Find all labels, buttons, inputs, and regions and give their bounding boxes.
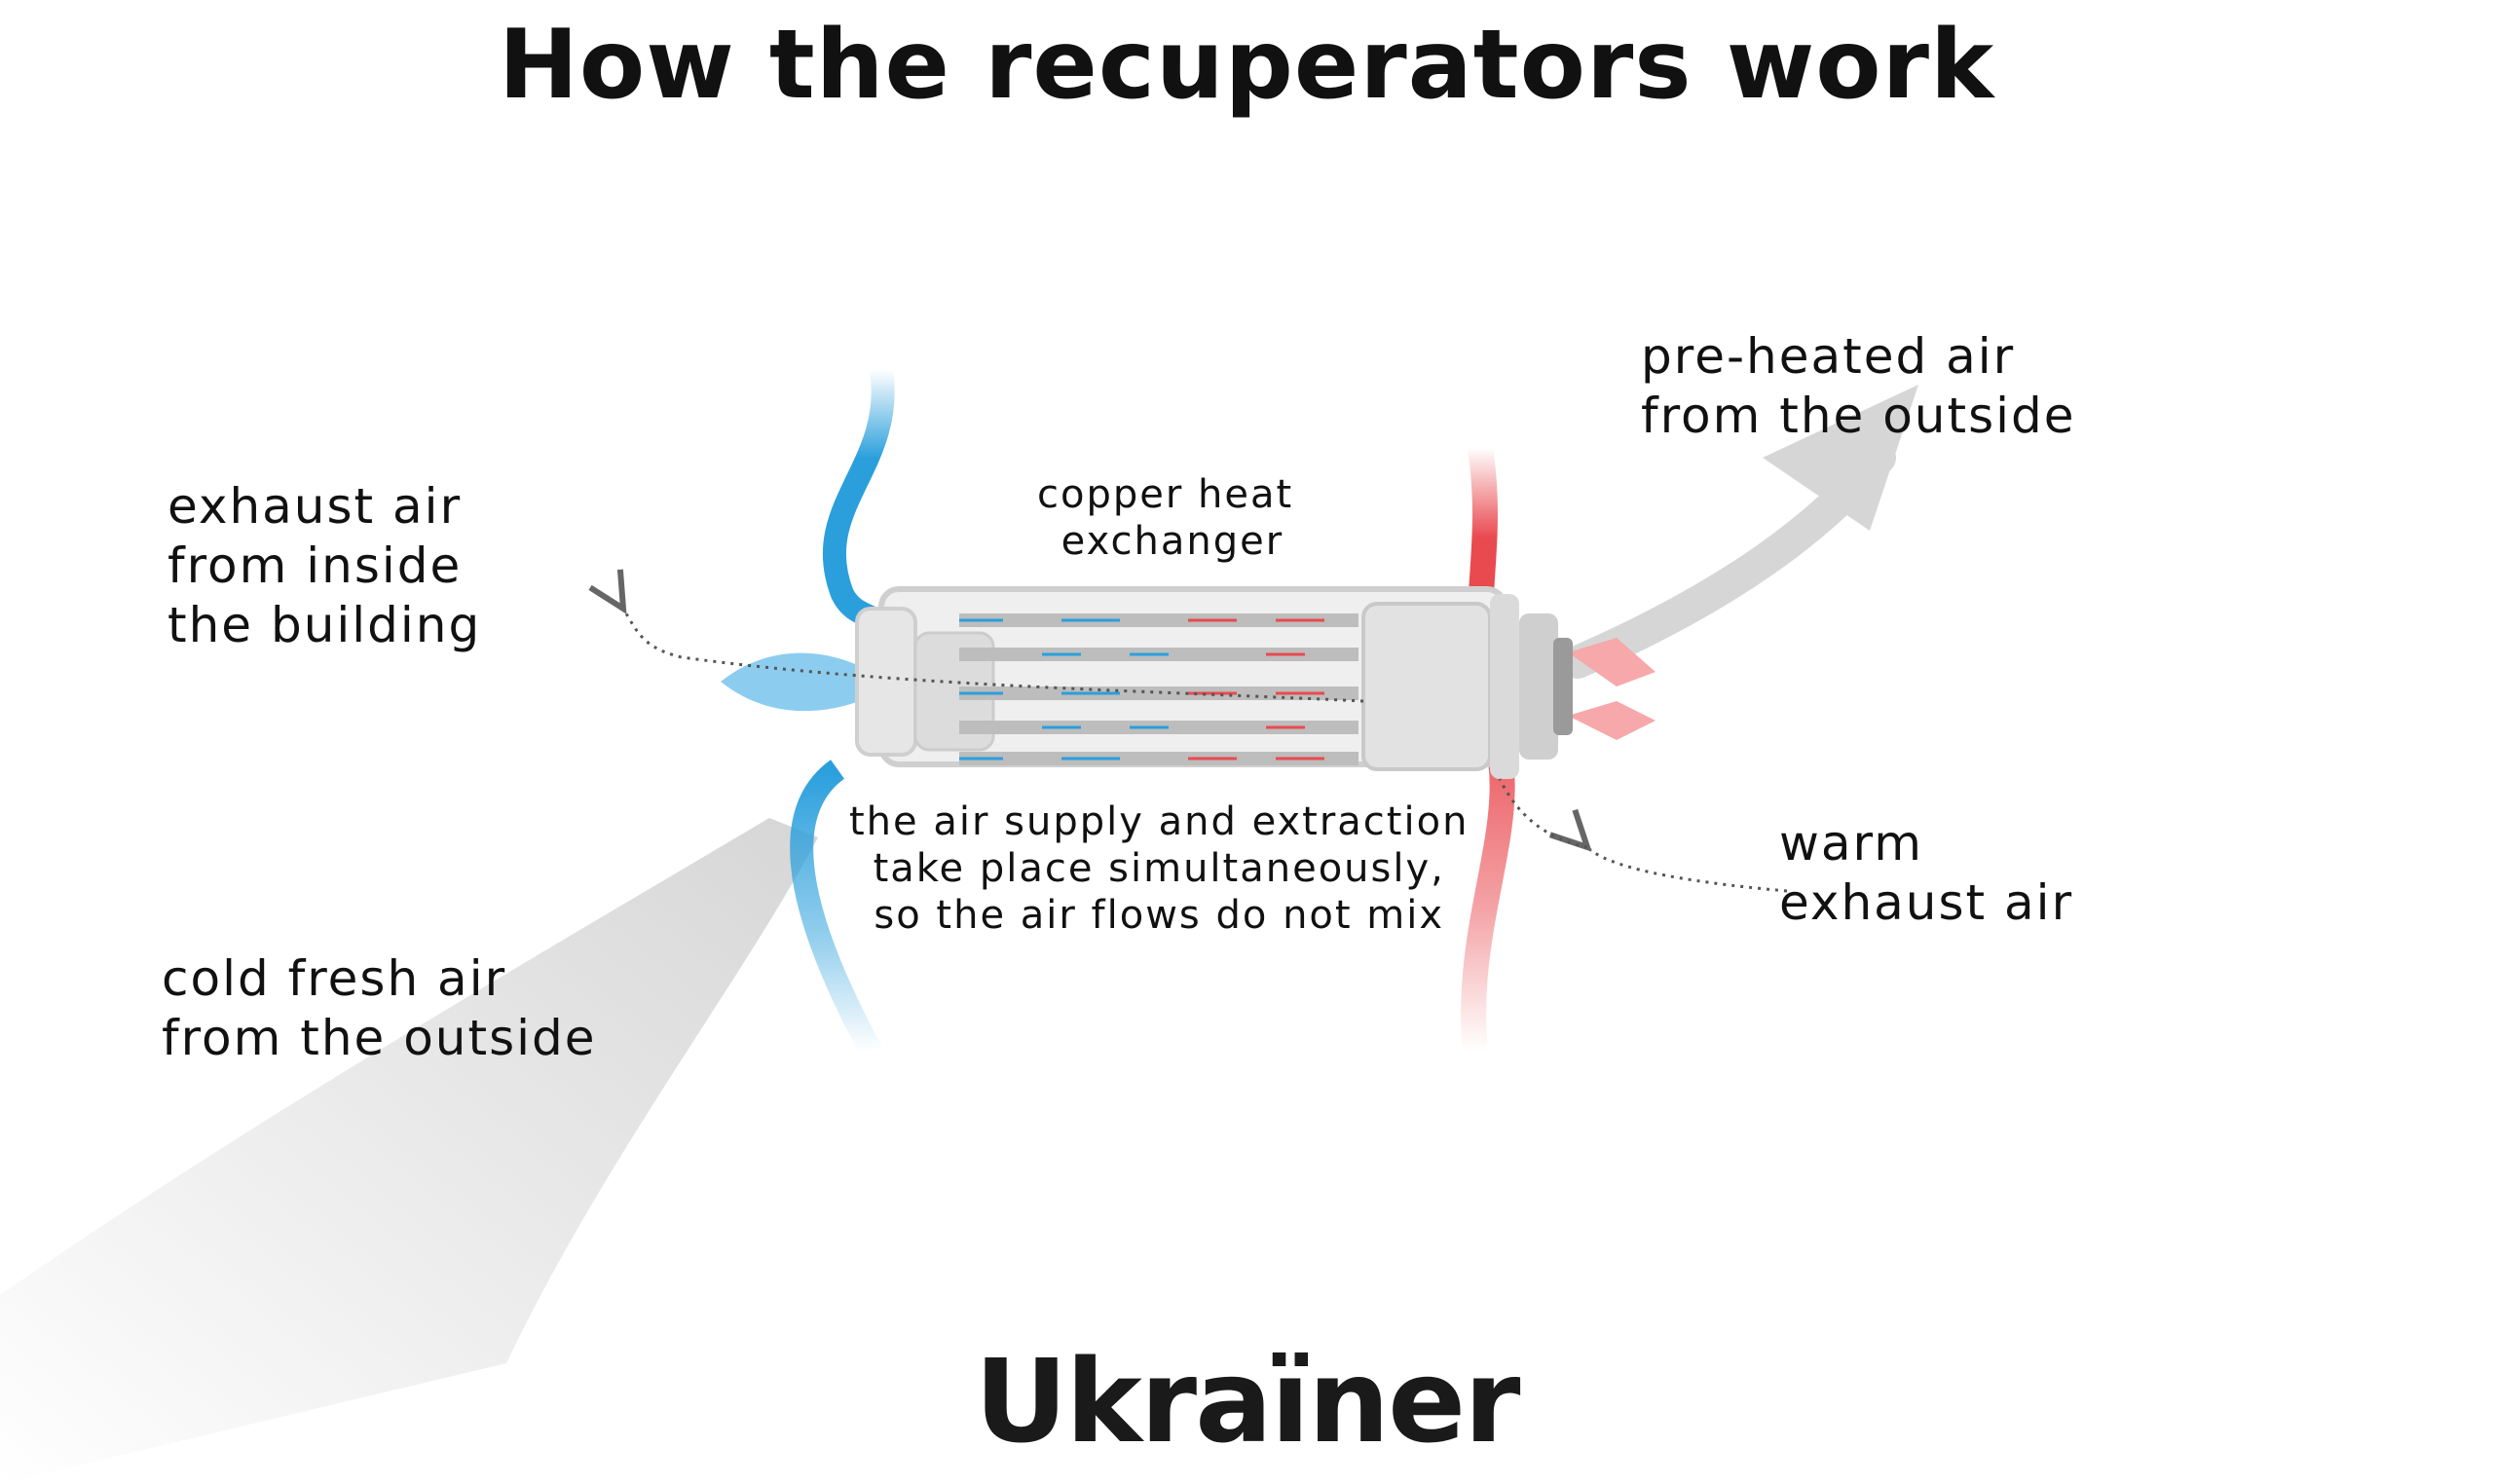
exhaust-blue-arrow [721, 652, 872, 712]
preheated-arrowhead [1763, 385, 1918, 531]
cold-air-fan [0, 818, 818, 1484]
label-preheated: pre-heated air from the outside [1641, 328, 2076, 444]
label-cold-fresh: cold fresh air from the outside [162, 950, 597, 1066]
leader-warm-exhaust [1587, 847, 1788, 893]
heat-exchanger-tubes [959, 613, 1358, 765]
label-simultaneous: the air supply and extraction take place… [849, 799, 1470, 938]
cold-stream-top [822, 358, 895, 635]
warm-pink-arrow-top [1568, 638, 1656, 686]
flow-arrows [959, 618, 1324, 761]
label-warm-exhaust: warm exhaust air [1779, 815, 2074, 931]
warm-pink-arrow-bottom [1568, 701, 1656, 740]
label-copper-exchanger: copper heat exchanger [1037, 472, 1294, 564]
cold-stream-bottom [790, 760, 882, 1057]
page-title: How the recuperators work [498, 10, 1995, 121]
brand-logo: Ukraïner [974, 1334, 1521, 1468]
leader-exhaust-inside [623, 609, 1364, 703]
label-exhaust-inside: exhaust air from inside the building [167, 478, 482, 653]
leader-warm-exhaust-2 [1498, 778, 1588, 849]
